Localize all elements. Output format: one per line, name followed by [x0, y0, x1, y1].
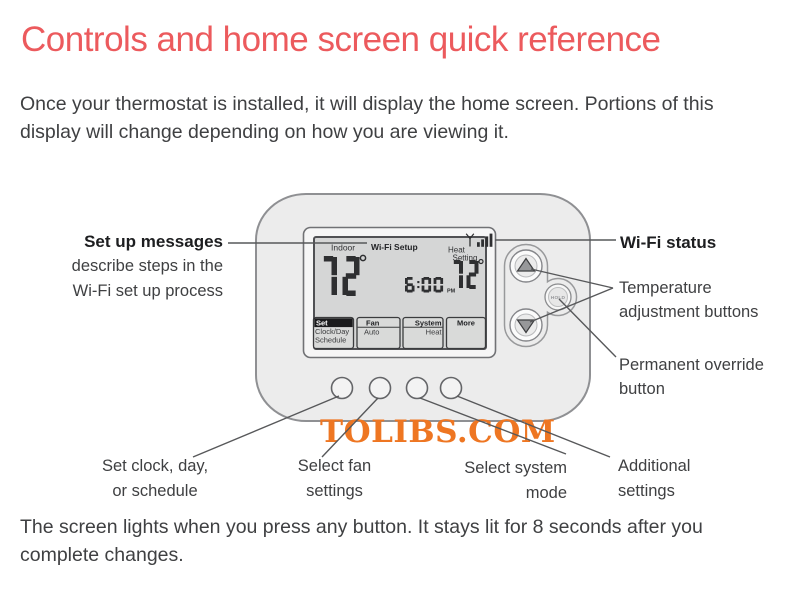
- additional-settings-line2: settings: [618, 482, 675, 500]
- set-clock-callout: Set clock, day, or schedule: [80, 454, 230, 504]
- intro-line-2: display will change depending on how you…: [20, 121, 509, 143]
- softkey-set-header-bar: [314, 318, 353, 328]
- indoor-temp-readout: [323, 256, 360, 296]
- fan-button: [368, 376, 392, 400]
- softkey-set-line2: Schedule: [315, 335, 346, 344]
- setup-messages-line3: Wi-Fi set up process: [72, 282, 223, 300]
- hold-button: HOLD: [544, 283, 572, 311]
- permanent-override-line2: button: [619, 380, 665, 398]
- permanent-override-line1: Permanent override: [619, 356, 764, 374]
- watermark: TOLIBS.COM: [320, 414, 556, 450]
- temperature-adjustment-callout: Temperature adjustment buttons: [619, 276, 758, 324]
- clock-schedule-button: [330, 376, 354, 400]
- settings-button: [439, 376, 463, 400]
- hold-button-label: HOLD: [551, 295, 566, 301]
- softkey-system-cell: [402, 316, 444, 350]
- time-period-label: PM: [447, 289, 456, 295]
- footer-paragraph: The screen lights when you press any but…: [20, 513, 703, 569]
- softkey-system-label: System: [415, 318, 442, 327]
- select-fan-line2: settings: [306, 482, 363, 500]
- wifi-setup-message: Wi-Fi Setup: [371, 242, 418, 252]
- setup-messages-line2: describe steps in the: [71, 257, 223, 275]
- set-clock-line1: Set clock, day,: [101, 457, 209, 475]
- temperature-adjustment-line1: Temperature: [619, 279, 712, 297]
- footer-line-2: complete changes.: [20, 544, 184, 566]
- heat-label-line2: Setting: [453, 254, 478, 263]
- select-fan-line1: Select fan: [297, 457, 372, 475]
- softkey-set-label: Set: [316, 318, 328, 327]
- additional-settings-callout: Additional settings: [618, 454, 690, 504]
- temp-up-button: [509, 249, 543, 283]
- softkey-more-label: More: [457, 318, 475, 327]
- select-system-line2: mode: [525, 484, 567, 502]
- intro-line-1: Once your thermostat is installed, it wi…: [20, 93, 714, 115]
- softkey-fan-value: Auto: [364, 327, 379, 336]
- indoor-degree-symbol: [359, 254, 367, 262]
- wifi-signal-icon: [465, 233, 493, 247]
- softkey-more-cell: [445, 316, 487, 350]
- down-arrow-icon: [516, 319, 536, 334]
- setpoint-temp-readout: [453, 260, 479, 289]
- temperature-adjustment-line2: adjustment buttons: [619, 303, 759, 321]
- softkey-system-value: Heat: [426, 327, 443, 336]
- up-arrow-icon: [516, 257, 536, 272]
- setup-messages-callout: Set up messages describe steps in the Wi…: [38, 229, 223, 304]
- setpoint-degree-symbol: [478, 258, 484, 265]
- set-clock-line2: or schedule: [112, 482, 198, 500]
- heat-label-line1: Heat: [448, 246, 466, 255]
- additional-settings-line1: Additional: [618, 457, 691, 475]
- indoor-label: Indoor: [331, 243, 355, 253]
- select-fan-callout: Select fan settings: [282, 454, 387, 504]
- softkey-set-line1: Clock/Day: [315, 327, 349, 336]
- softkey-row: Set Clock/Day Schedule Fan Auto System H…: [312, 316, 487, 350]
- footer-line-1: The screen lights when you press any but…: [20, 516, 703, 538]
- select-system-line1: Select system: [464, 459, 567, 477]
- system-mode-button: [405, 376, 429, 400]
- permanent-override-callout: Permanent override button: [619, 353, 764, 401]
- intro-paragraph: Once your thermostat is installed, it wi…: [20, 90, 714, 146]
- callout-leader-lines: [192, 239, 617, 458]
- softkey-fan-label: Fan: [366, 318, 380, 327]
- softkey-fan-cell: [356, 316, 401, 350]
- select-system-callout: Select system mode: [445, 456, 567, 506]
- setup-messages-title: Set up messages: [84, 232, 223, 251]
- page-title: Controls and home screen quick reference: [21, 20, 661, 59]
- temp-down-button: [509, 308, 543, 342]
- time-readout: [405, 277, 444, 293]
- wifi-status-callout: Wi-Fi status: [620, 233, 717, 252]
